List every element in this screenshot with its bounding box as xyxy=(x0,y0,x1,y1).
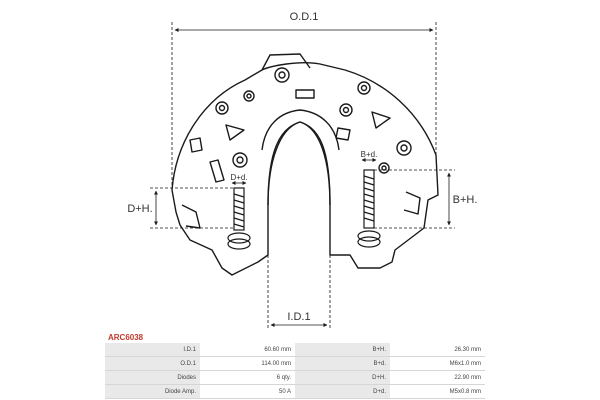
dd-label: D+d. xyxy=(230,173,247,182)
table-row: Diodes 6 qty. D+H. 22.90 mm xyxy=(105,370,485,385)
spec-label: B+d. xyxy=(295,356,390,371)
spec-value: 50 A xyxy=(200,384,295,399)
table-row: I.D.1 60.60 mm B+H. 26.30 mm xyxy=(105,343,485,357)
spec-label: Diodes xyxy=(105,370,200,385)
spec-label: Diode Amp. xyxy=(105,384,200,399)
spec-value: 22.90 mm xyxy=(390,370,485,385)
rectifier-body xyxy=(171,53,439,276)
dimension-lines xyxy=(150,22,455,330)
spec-value: 114.00 mm xyxy=(200,356,295,371)
bolt-left xyxy=(227,187,251,250)
spec-label: D+d. xyxy=(295,384,390,399)
spec-value: M6x1.0 mm xyxy=(390,356,485,371)
spec-value: 26.30 mm xyxy=(390,343,485,357)
id-label: I.D.1 xyxy=(287,311,310,323)
table-row: Diode Amp. 50 A D+d. M5x0.8 mm xyxy=(105,384,485,399)
spec-label: B+H. xyxy=(295,343,390,357)
part-code: ARC6038 xyxy=(108,333,144,342)
bd-label: B+d. xyxy=(361,150,378,159)
bh-label: B+H. xyxy=(453,194,478,206)
spec-label: D+H. xyxy=(295,370,390,385)
spec-label: I.D.1 xyxy=(105,343,200,357)
dh-label: D+H. xyxy=(127,203,152,215)
rectifier-diagram: O.D.1 I.D.1 D+H. B+H. D+d. B+d. xyxy=(127,11,477,330)
table-row: O.D.1 114.00 mm B+d. M6x1.0 mm xyxy=(105,356,485,371)
dimension-labels: O.D.1 I.D.1 D+H. B+H. D+d. B+d. xyxy=(127,11,477,323)
bolt-right xyxy=(357,169,381,248)
od-label: O.D.1 xyxy=(290,11,319,23)
spec-label: O.D.1 xyxy=(105,356,200,371)
spec-value: 60.60 mm xyxy=(200,343,295,357)
spec-value: M5x0.8 mm xyxy=(390,384,485,399)
spec-value: 6 qty. xyxy=(200,370,295,385)
spec-table: I.D.1 60.60 mm B+H. 26.30 mm O.D.1 114.0… xyxy=(105,343,485,399)
